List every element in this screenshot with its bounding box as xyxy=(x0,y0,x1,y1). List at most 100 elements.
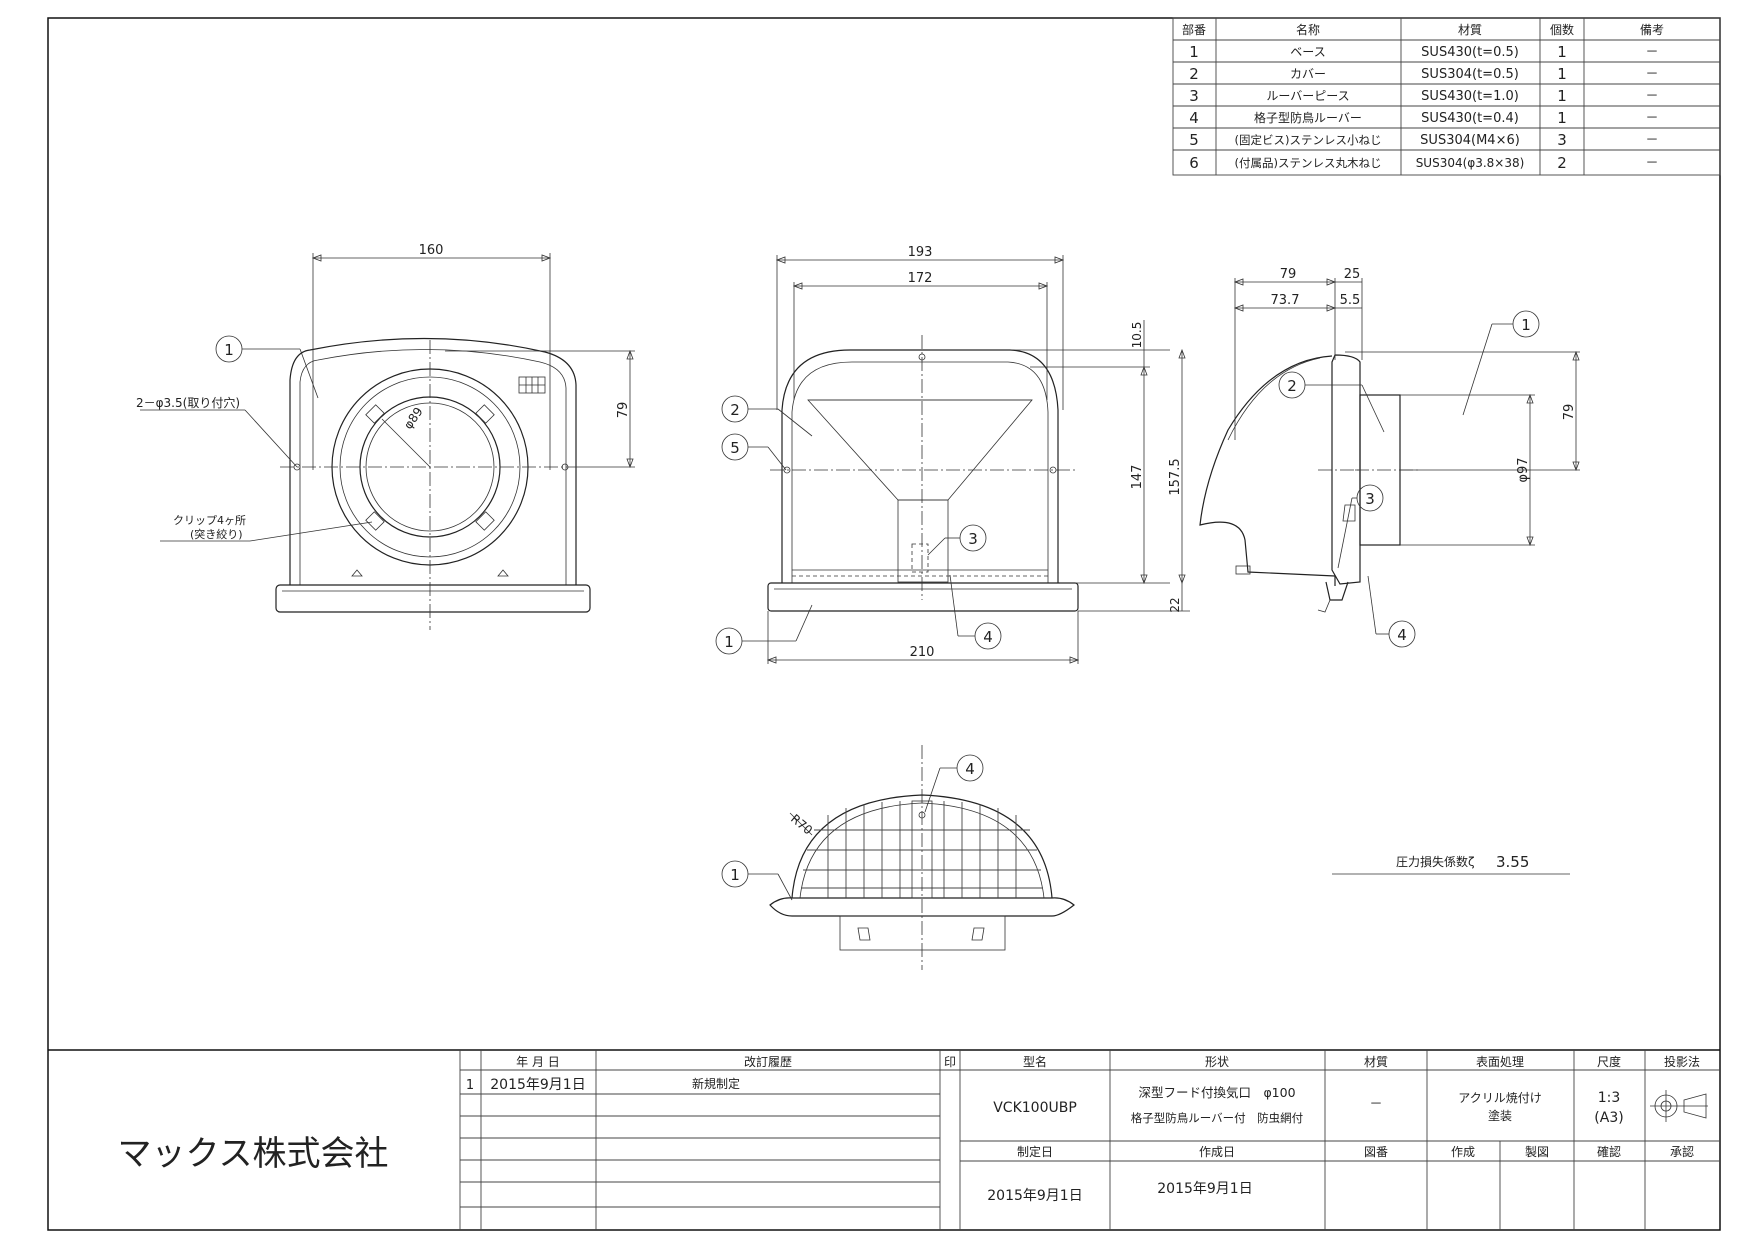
dim-side-outer: 193 xyxy=(908,245,933,260)
rev-header-history: 改訂履歴 xyxy=(744,1054,792,1069)
header-created-date: 作成日 xyxy=(1199,1145,1235,1159)
note-clip-sub: (突き絞り) xyxy=(190,527,243,541)
dim-side-147: 147 xyxy=(1130,465,1145,490)
parts-row-1: 1 ベース SUS430(t=0.5) 1 － xyxy=(1189,43,1658,61)
dim-right-diameter: φ97 xyxy=(1516,457,1531,482)
parts-cell: 1 xyxy=(1557,43,1567,61)
parts-cell: － xyxy=(1645,156,1658,171)
material-value: － xyxy=(1369,1097,1382,1112)
sheet-border xyxy=(47,17,1721,1231)
shape-line-1: 深型フード付換気口 φ100 xyxy=(1138,1085,1295,1100)
parts-cell: 格子型防鳥ルーバー xyxy=(1254,110,1362,125)
company-name: マックス株式会社 xyxy=(118,1134,389,1174)
parts-table: 部番 名称 材質 個数 備考 1 ベース SUS430(t=0.5) 1 － 2… xyxy=(1172,17,1721,176)
pressure-loss-value: 3.55 xyxy=(1496,853,1529,871)
parts-cell: SUS304(M4×6) xyxy=(1420,133,1520,148)
pressure-note: 圧力損失係数ζ 3.55 xyxy=(1332,853,1570,875)
parts-cell: (固定ビス)ステンレス小ねじ xyxy=(1235,133,1382,147)
header-drafter: 製図 xyxy=(1525,1145,1549,1159)
dim-right-5: 5.5 xyxy=(1340,293,1361,308)
header-projection: 投影法 xyxy=(1664,1054,1700,1069)
parts-row-5: 5 (固定ビス)ステンレス小ねじ SUS304(M4×6) 3 － xyxy=(1189,131,1658,149)
parts-cell: 1 xyxy=(1189,43,1199,61)
balloon-right-4: 4 xyxy=(1397,626,1407,644)
parts-header-material: 材質 xyxy=(1458,22,1482,37)
dim-side-base: 22 xyxy=(1168,597,1182,612)
dim-side-inner: 172 xyxy=(908,271,933,286)
scale-value: 1:3 xyxy=(1598,1090,1621,1106)
parts-cell: ベース xyxy=(1290,45,1325,59)
rev-number: 1 xyxy=(466,1078,474,1093)
balloon-side-5: 5 xyxy=(730,439,740,457)
bottom-view: R70 4 1 xyxy=(721,745,1075,970)
parts-cell: － xyxy=(1645,111,1658,126)
parts-cell: 1 xyxy=(1557,109,1567,127)
header-author: 作成 xyxy=(1451,1145,1475,1159)
balloon-right-2: 2 xyxy=(1287,377,1297,395)
model-name: VCK100UBP xyxy=(993,1100,1077,1116)
parts-cell: SUS304(t=0.5) xyxy=(1421,67,1519,82)
rev-header-date: 年 月 日 xyxy=(516,1055,560,1069)
dim-front-height: 79 xyxy=(616,402,631,419)
header-surface: 表面処理 xyxy=(1476,1055,1524,1069)
balloon-front-1: 1 xyxy=(224,341,234,359)
header-shape: 形状 xyxy=(1205,1055,1229,1069)
dim-right-79: 79 xyxy=(1280,267,1297,282)
parts-header-remarks: 備考 xyxy=(1640,22,1664,37)
parts-cell: 6 xyxy=(1189,154,1199,172)
parts-cell: 1 xyxy=(1557,87,1567,105)
balloon-right-1: 1 xyxy=(1521,316,1531,334)
header-checker: 確認 xyxy=(1597,1144,1621,1159)
dim-side-top-gap: 10.5 xyxy=(1130,322,1144,349)
dim-side-157: 157.5 xyxy=(1168,458,1183,495)
parts-cell: SUS430(t=1.0) xyxy=(1421,89,1519,104)
balloon-side-2: 2 xyxy=(730,401,740,419)
front-view: 160 79 φ89 2－φ3.5(取り付穴) クリップ4ヶ所 (突き絞り) 1 xyxy=(136,243,635,630)
parts-header-no: 部番 xyxy=(1182,22,1206,37)
header-drawing-no: 図番 xyxy=(1364,1145,1388,1159)
parts-cell: － xyxy=(1645,45,1658,60)
right-view: 79 25 73.7 5.5 79 φ97 1 2 3 4 xyxy=(1199,267,1580,648)
parts-cell: カバー xyxy=(1290,67,1326,81)
parts-cell: － xyxy=(1645,133,1658,148)
parts-row-2: 2 カバー SUS304(t=0.5) 1 － xyxy=(1189,65,1658,83)
parts-row-4: 4 格子型防鳥ルーバー SUS430(t=0.4) 1 － xyxy=(1189,109,1658,127)
balloon-bottom-1: 1 xyxy=(730,866,740,884)
header-material: 材質 xyxy=(1364,1054,1388,1069)
rev-date: 2015年9月1日 xyxy=(490,1077,585,1093)
parts-cell: ルーバーピース xyxy=(1266,89,1349,103)
made-date: 2015年9月1日 xyxy=(987,1188,1082,1204)
scale-paper: (A3) xyxy=(1594,1110,1623,1126)
parts-header-qty: 個数 xyxy=(1550,22,1574,37)
dim-front-width: 160 xyxy=(419,243,444,258)
dim-right-25: 25 xyxy=(1344,267,1361,282)
parts-cell: 3 xyxy=(1189,87,1199,105)
parts-cell: 3 xyxy=(1557,131,1567,149)
dim-right-73: 73.7 xyxy=(1271,293,1300,308)
balloon-side-3: 3 xyxy=(968,530,978,548)
surface-line-2: 塗装 xyxy=(1488,1108,1512,1123)
dim-right-79-side: 79 xyxy=(1562,404,1577,421)
parts-cell: (付属品)ステンレス丸木ねじ xyxy=(1235,156,1382,170)
note-mount-hole: 2－φ3.5(取り付穴) xyxy=(136,395,240,410)
side-view: 193 172 210 10.5 147 157.5 22 2 5 xyxy=(715,245,1190,664)
header-scale: 尺度 xyxy=(1597,1054,1621,1069)
parts-cell: 2 xyxy=(1557,154,1567,172)
parts-cell: SUS304(φ3.8×38) xyxy=(1416,156,1525,170)
header-approver: 承認 xyxy=(1670,1144,1694,1159)
dim-front-diameter: φ89 xyxy=(401,405,426,432)
surface-line-1: アクリル焼付け xyxy=(1458,1091,1541,1105)
title-block: マックス株式会社 年 月 日 改訂履歴 印 1 2015年9月1日 新規制定 型… xyxy=(48,1049,1720,1230)
parts-cell: SUS430(t=0.5) xyxy=(1421,45,1519,60)
parts-cell: 4 xyxy=(1189,109,1199,127)
balloon-bottom-4: 4 xyxy=(965,760,975,778)
parts-header-name: 名称 xyxy=(1296,22,1320,37)
parts-cell: － xyxy=(1645,89,1658,104)
note-clip: クリップ4ヶ所 xyxy=(173,514,246,527)
parts-row-3: 3 ルーバーピース SUS430(t=1.0) 1 － xyxy=(1189,87,1658,105)
created-date: 2015年9月1日 xyxy=(1157,1181,1252,1197)
balloon-side-1: 1 xyxy=(724,633,734,651)
dim-side-bottom: 210 xyxy=(910,645,935,660)
parts-row-6: 6 (付属品)ステンレス丸木ねじ SUS304(φ3.8×38) 2 － xyxy=(1189,154,1658,172)
